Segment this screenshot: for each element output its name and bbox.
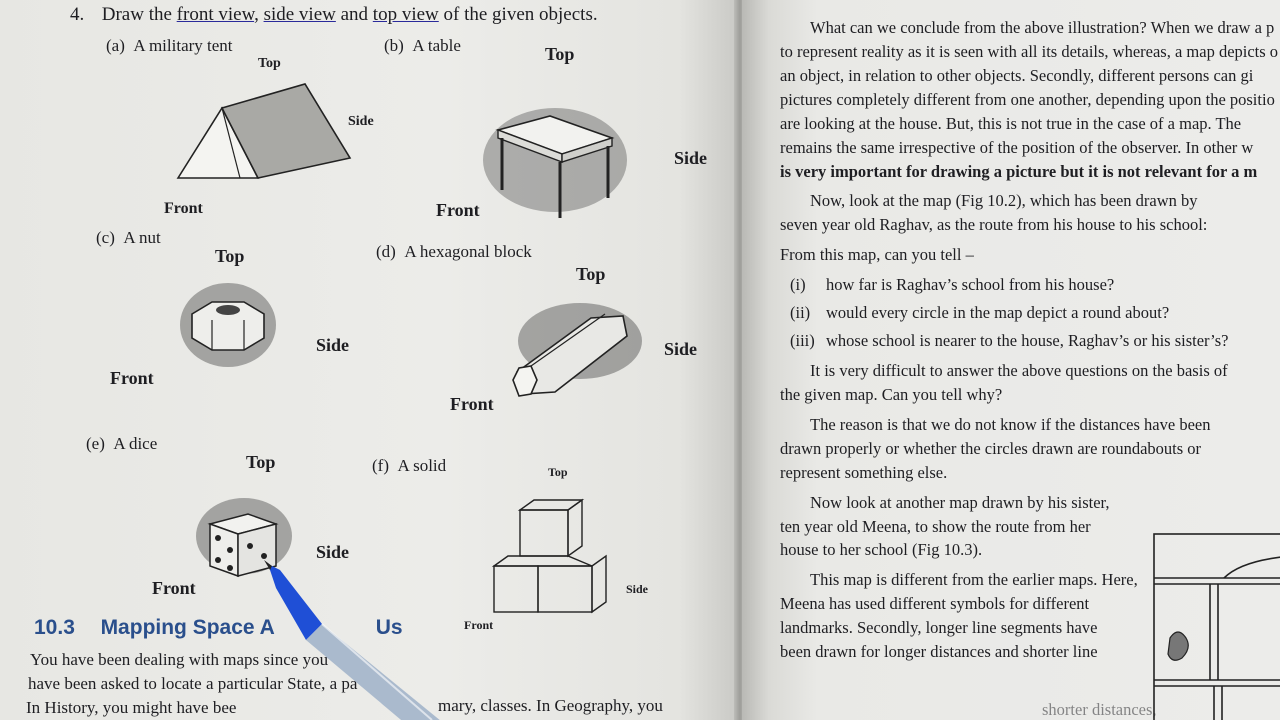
para-7-line-4: been drawn for longer distances and shor… (780, 642, 1098, 662)
para-5-line-2: drawn properly or whether the circles dr… (780, 438, 1202, 458)
right-page: What can we conclude from the above illu… (742, 0, 1280, 720)
map-figure (1153, 533, 1280, 720)
item-b-caption: (b) A table (384, 36, 461, 55)
para-6-line-1: Now look at another map drawn by his sis… (810, 492, 1110, 512)
table-drawing (483, 108, 627, 218)
nut-top-label: Top (215, 246, 245, 266)
table-side-label: Side (674, 148, 708, 168)
para-1-line-6: remains the same irrespective of the pos… (780, 137, 1254, 157)
para-7-line-3: landmarks. Secondly, longer line segment… (780, 618, 1098, 638)
dice-front-label: Front (152, 578, 196, 598)
solid-front-label: Front (464, 618, 494, 632)
para-6-line-2: ten year old Meena, to show the route fr… (780, 516, 1091, 536)
para-4-line-1: It is very difficult to answer the above… (810, 360, 1228, 380)
para-2-line-1: Now, look at the map (Fig 10.2), which h… (810, 191, 1198, 211)
hex-block-drawing (512, 303, 642, 397)
nut-drawing (180, 283, 276, 367)
section-body-fragment: mary, classes. In Geography, you (438, 696, 663, 715)
dice-drawing (196, 498, 292, 578)
section-heading: 10.3 Mapping Space A Us (34, 616, 403, 640)
para-7-line-2: Meena has used different symbols for dif… (780, 594, 1090, 614)
para-7-fragment: shorter distances, (1042, 700, 1157, 719)
tent-side-label: Side (348, 114, 374, 129)
hex-front-label: Front (450, 394, 494, 414)
para-5-line-3: represent something else. (780, 462, 948, 482)
para-1-line-1: What can we conclude from the above illu… (810, 18, 1275, 37)
para-1-bold-line: is very important for drawing a picture … (780, 161, 1258, 181)
question-4: 4. Draw the front view, side view and to… (70, 4, 598, 25)
nut-front-label: Front (110, 368, 154, 388)
para-5-line-1: The reason is that we do not know if the… (810, 414, 1211, 434)
section-title: Mapping Space A (100, 616, 275, 639)
tent-front-label: Front (164, 200, 203, 217)
hex-top-label: Top (576, 264, 606, 284)
section-title-end: Us (375, 616, 403, 639)
para-6-line-3: house to her school (Fig 10.3). (780, 540, 983, 560)
ballpoint-pen (264, 560, 440, 720)
item-d-caption: (d) A hexagonal block (376, 242, 532, 261)
section-body-line-3: In History, you might have bee (26, 698, 237, 717)
para-1-line-3: an object, in relation to other objects.… (780, 65, 1254, 85)
table-front-label: Front (436, 200, 480, 220)
tent-top-label: Top (258, 56, 281, 71)
para-2-line-2: seven year old Raghav, as the route from… (780, 215, 1208, 235)
right-page-text: What can we conclude from the above illu… (780, 16, 1278, 664)
para-1-line-4: pictures completely different from one a… (780, 89, 1275, 109)
tent-drawing (176, 83, 352, 179)
item-c-caption: (c) A nut (96, 228, 161, 247)
item-e-caption: (e) A dice (86, 434, 158, 453)
solid-top-label: Top (548, 465, 568, 479)
table-top-label: Top (545, 44, 575, 64)
section-body-line-2: have been asked to locate a particular S… (28, 674, 358, 693)
question-iii: (iii)whose school is nearer to the house… (790, 331, 1229, 351)
question-number: 4. (70, 4, 85, 25)
nut-side-label: Side (316, 335, 350, 355)
para-4-line-2: the given map. Can you tell why? (780, 384, 1003, 404)
left-page: 4. Draw the front view, side view and to… (0, 0, 738, 720)
hex-side-label: Side (664, 339, 698, 359)
dice-side-label: Side (316, 542, 350, 562)
item-f-caption: (f) A solid (372, 456, 447, 475)
para-1-line-2: to represent reality as it is seen with … (780, 41, 1279, 61)
dice-top-label: Top (246, 452, 276, 472)
para-1-line-5: are looking at the house. But, this is n… (780, 113, 1242, 133)
solid-side-label: Side (626, 582, 649, 596)
section-body-line-1: You have been dealing with maps since yo… (30, 650, 329, 669)
question-i: (i)how far is Raghav’s school from his h… (790, 275, 1115, 295)
section-number: 10.3 (34, 616, 75, 639)
para-7-line-1: This map is different from the earlier m… (810, 570, 1138, 590)
item-a-caption: (a) A military tent (106, 36, 233, 55)
para-3: From this map, can you tell – (780, 245, 974, 265)
solid-drawing (491, 498, 607, 614)
question-ii: (ii)would every circle in the map depict… (790, 303, 1170, 323)
